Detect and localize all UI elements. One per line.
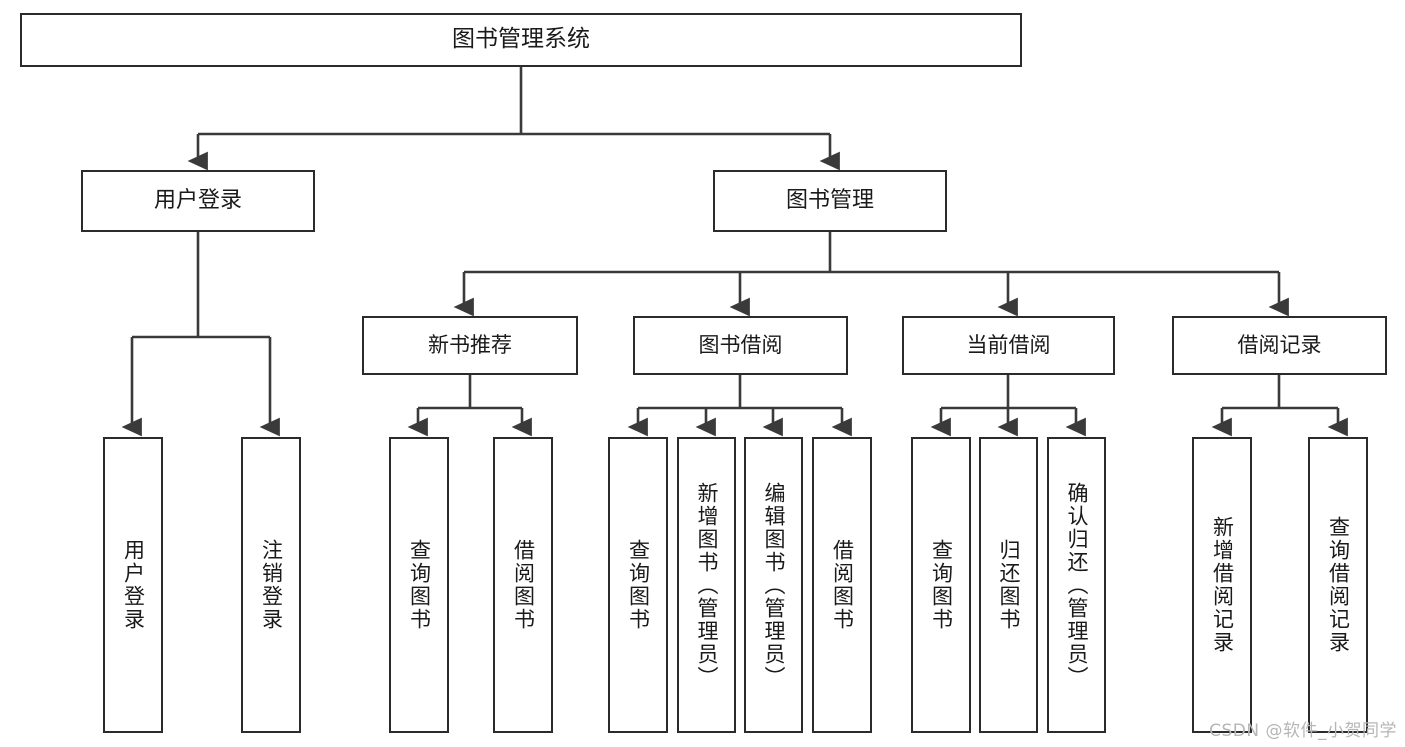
node-borrow-record[interactable]: 借阅记录 — [1172, 316, 1387, 375]
leaf-borrow-edit-book[interactable]: 编辑图书（管理员） — [744, 437, 803, 733]
leaf-borrow-add-book[interactable]: 新增图书（管理员） — [677, 437, 736, 733]
leaf-current-return-book[interactable]: 归还图书 — [979, 437, 1038, 733]
node-borrow-record-label: 借阅记录 — [1237, 333, 1322, 358]
node-user-login-label: 用户登录 — [153, 188, 242, 214]
leaf-current-query-book[interactable]: 查询图书 — [911, 437, 971, 733]
node-user-login[interactable]: 用户登录 — [81, 170, 315, 232]
node-book-borrow-label: 图书借阅 — [698, 333, 783, 358]
leaf-current-confirm-return[interactable]: 确认归还（管理员） — [1047, 437, 1106, 733]
leaf-recommend-query-book[interactable]: 查询图书 — [389, 437, 449, 733]
leaf-current-confirm-return-label: 确认归还（管理员） — [1065, 481, 1089, 689]
node-current-borrow-label: 当前借阅 — [966, 333, 1051, 358]
leaf-user-login-logout-label: 注销登录 — [259, 539, 284, 631]
leaf-user-login-login[interactable]: 用户登录 — [103, 437, 163, 733]
leaf-recommend-borrow-book-label: 借阅图书 — [511, 539, 536, 631]
leaf-record-query-record[interactable]: 查询借阅记录 — [1308, 437, 1368, 733]
node-book-management-label: 图书管理 — [785, 188, 874, 214]
node-new-book-recommend[interactable]: 新书推荐 — [362, 316, 578, 375]
leaf-user-login-login-label: 用户登录 — [121, 539, 146, 631]
node-root-system[interactable]: 图书管理系统 — [20, 13, 1022, 67]
leaf-borrow-add-book-label: 新增图书（管理员） — [695, 481, 719, 689]
leaf-recommend-query-book-label: 查询图书 — [407, 539, 432, 631]
watermark-text: CSDN @软件_小贺同学 — [1209, 721, 1397, 741]
leaf-record-query-record-label: 查询借阅记录 — [1326, 516, 1351, 654]
leaf-current-query-book-label: 查询图书 — [929, 539, 954, 631]
node-book-borrow[interactable]: 图书借阅 — [633, 316, 848, 375]
leaf-borrow-query-book-label: 查询图书 — [626, 539, 651, 631]
leaf-record-add-record-label: 新增借阅记录 — [1210, 516, 1235, 654]
leaf-borrow-edit-book-label: 编辑图书（管理员） — [762, 481, 786, 689]
node-book-management[interactable]: 图书管理 — [713, 170, 947, 232]
node-current-borrow[interactable]: 当前借阅 — [902, 316, 1115, 375]
leaf-recommend-borrow-book[interactable]: 借阅图书 — [493, 437, 553, 733]
leaf-user-login-logout[interactable]: 注销登录 — [241, 437, 301, 733]
leaf-current-return-book-label: 归还图书 — [997, 539, 1021, 631]
leaf-borrow-borrow-book[interactable]: 借阅图书 — [812, 437, 872, 733]
leaf-borrow-borrow-book-label: 借阅图书 — [830, 539, 855, 631]
node-root-system-label: 图书管理系统 — [452, 26, 590, 53]
leaf-borrow-query-book[interactable]: 查询图书 — [608, 437, 668, 733]
leaf-record-add-record[interactable]: 新增借阅记录 — [1192, 437, 1252, 733]
node-new-book-recommend-label: 新书推荐 — [428, 333, 512, 358]
